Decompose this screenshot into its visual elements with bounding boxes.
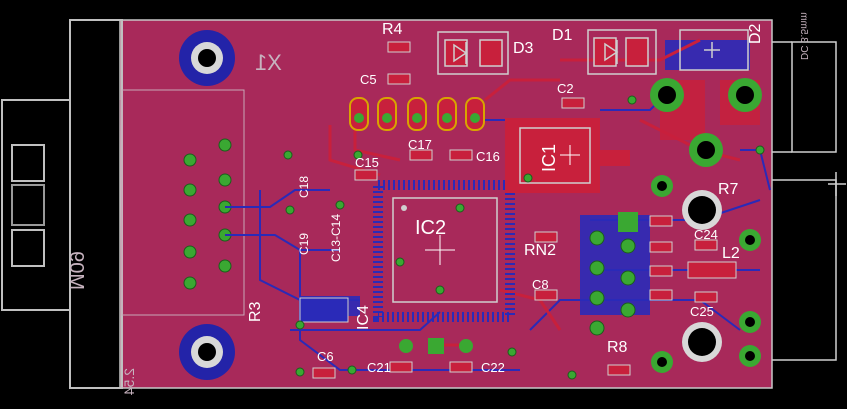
c21-c22-pads xyxy=(399,338,473,354)
vias xyxy=(283,95,765,380)
label-r8: R8 xyxy=(607,339,628,356)
label-ic2: IC2 xyxy=(415,217,447,239)
label-c24: C24 xyxy=(694,227,718,242)
silk-m09: M09 xyxy=(65,251,87,290)
diode-d3 xyxy=(437,31,509,75)
label-r7: R7 xyxy=(718,181,739,198)
smd-passives xyxy=(299,41,737,379)
label-d2: D2 xyxy=(747,23,764,44)
label-d1: D1 xyxy=(552,27,573,44)
label-r4: R4 xyxy=(382,21,403,38)
dc-jack xyxy=(772,41,846,361)
label-c6: C6 xyxy=(317,349,334,364)
label-c16: C16 xyxy=(476,149,500,164)
diode-d2 xyxy=(679,29,749,71)
connector-fingers xyxy=(119,89,245,316)
label-c22: C22 xyxy=(481,360,505,375)
silk-dc-jack: DC 3.5mm xyxy=(798,12,809,60)
label-l2: L2 xyxy=(722,245,740,262)
board-outline xyxy=(119,19,773,389)
mounting-hole-bottom xyxy=(179,324,235,380)
label-c5: C5 xyxy=(360,72,377,87)
label-c18: C18 xyxy=(297,175,311,198)
label-ic1: IC1 xyxy=(539,143,559,172)
db9-pads xyxy=(183,138,232,290)
db9-connector xyxy=(1,19,123,389)
silk-x1: X1 xyxy=(255,50,282,75)
label-rn2: RN2 xyxy=(524,242,557,259)
label-c13-c14: C13-C14 xyxy=(329,213,343,262)
label-c21: C21 xyxy=(367,360,391,375)
ic2-qfp xyxy=(373,180,515,322)
label-c15: C15 xyxy=(355,155,379,170)
mounting-hole-top xyxy=(179,30,235,86)
label-c8: C8 xyxy=(532,277,549,292)
label-ic4: IC4 xyxy=(355,305,372,330)
trim-pots xyxy=(651,175,761,373)
diode-d1 xyxy=(587,29,657,75)
label-c17: C17 xyxy=(408,137,432,152)
label-c19: C19 xyxy=(297,232,311,255)
label-c2: C2 xyxy=(557,81,574,96)
silk-pitch: 2.54 xyxy=(121,368,137,396)
label-d3: D3 xyxy=(513,40,534,57)
power-pads xyxy=(650,78,762,167)
right-header xyxy=(589,212,638,336)
label-r3: R3 xyxy=(247,301,264,322)
ic1-regulator xyxy=(505,118,630,193)
header-drills xyxy=(354,113,480,123)
label-c25: C25 xyxy=(690,304,714,319)
